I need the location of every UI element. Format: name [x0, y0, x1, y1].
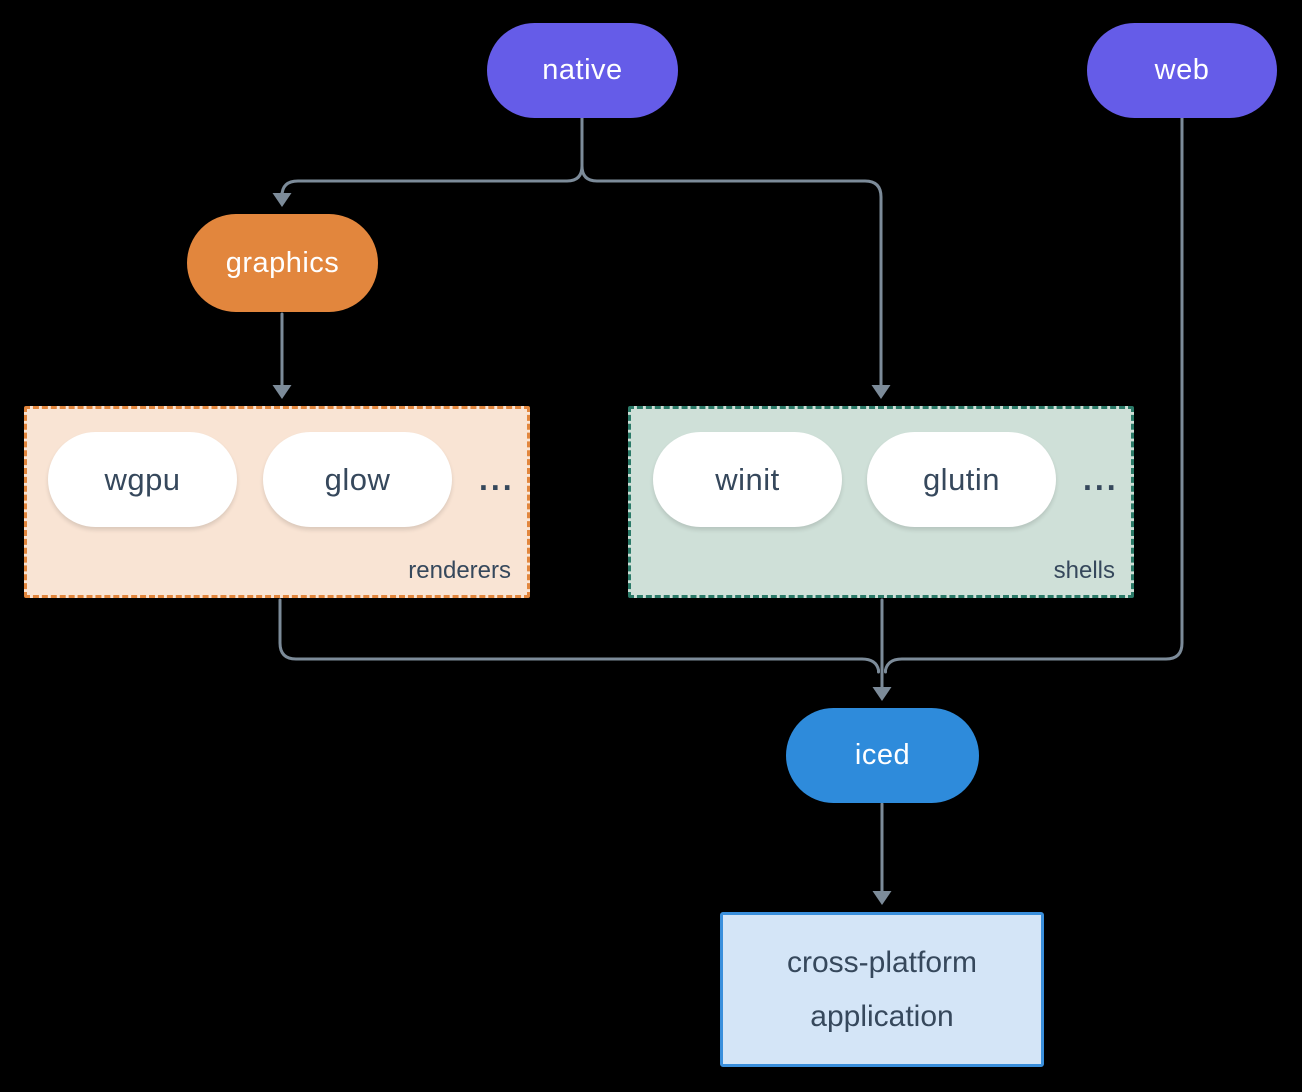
node-graphics-label: graphics	[225, 246, 340, 279]
edge-web-iced	[884, 116, 1184, 674]
renderers-group-label: renderers	[408, 557, 511, 584]
edge-native-graphics	[280, 116, 584, 197]
node-wgpu: wgpu	[48, 432, 237, 527]
application-label-line1: cross-platform	[786, 945, 978, 979]
edge-renderers-iced	[278, 598, 880, 674]
group-shells: winit glutin ... shells	[628, 406, 1134, 598]
renderers-ellipsis: ...	[479, 461, 515, 497]
node-glutin: glutin	[867, 432, 1056, 527]
node-web-label: web	[1154, 54, 1210, 86]
node-web: web	[1087, 23, 1277, 118]
node-winit: winit	[653, 432, 842, 527]
shells-ellipsis: ...	[1083, 461, 1119, 497]
node-native-label: native	[542, 54, 623, 86]
node-winit-label: winit	[715, 461, 780, 497]
node-glow: glow	[263, 432, 452, 527]
arrowhead-shells-icon	[871, 385, 891, 399]
arrowhead-renderers-icon	[272, 385, 292, 399]
node-glow-label: glow	[324, 461, 391, 497]
node-native: native	[487, 23, 678, 118]
node-glutin-label: glutin	[922, 461, 1001, 497]
application-label-line2: application	[810, 999, 954, 1033]
node-iced-label: iced	[854, 739, 911, 771]
group-renderers: wgpu glow ... renderers	[24, 406, 530, 598]
node-iced: iced	[786, 708, 979, 803]
arrowhead-graphics-icon	[272, 193, 292, 207]
arrowhead-iced-icon	[872, 687, 892, 701]
arrowhead-app-icon	[872, 891, 892, 905]
node-application: cross-platform application	[720, 912, 1044, 1067]
edge-native-shells	[580, 116, 883, 387]
shells-group-label: shells	[1053, 557, 1115, 584]
node-wgpu-label: wgpu	[104, 461, 181, 497]
node-graphics: graphics	[187, 214, 378, 312]
